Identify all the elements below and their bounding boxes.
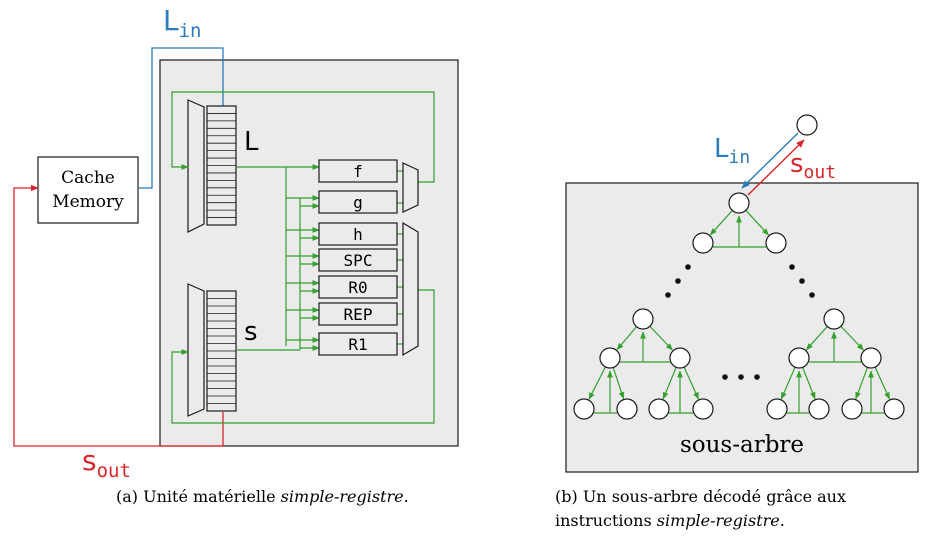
tree-node (573, 398, 595, 420)
tree-node (823, 308, 845, 330)
ellipsis-dot (665, 292, 671, 298)
ellipsis-dot (754, 374, 760, 380)
ellipsis-dot (685, 264, 691, 270)
unit-box-r1 (318, 332, 398, 356)
root-node (796, 114, 818, 136)
l-in-arrow (138, 47, 227, 189)
caption-b-line2: instructions simple-registre. (555, 511, 785, 530)
ellipsis-dot (809, 292, 815, 298)
unit-box-rep (318, 302, 398, 326)
ellipsis-dot (675, 278, 681, 284)
caption-b-line1: (b) Un sous-arbre décodé grâce aux (555, 487, 846, 506)
tree-edge (709, 210, 733, 236)
tree-node (860, 347, 882, 369)
unit-box-spc (318, 248, 398, 272)
unit-box-g (318, 190, 398, 214)
tree-node (616, 398, 638, 420)
tree-node (692, 398, 714, 420)
tree-edge (855, 367, 869, 400)
tree-node (841, 398, 863, 420)
unit-box-r0 (318, 275, 398, 299)
ellipsis-dot (722, 374, 728, 380)
tree-node (632, 308, 654, 330)
ellipsis-dots (665, 264, 815, 380)
register-s-label: s (244, 317, 258, 347)
cache-memory-box (37, 156, 139, 224)
cache-memory-line2: Memory (52, 192, 124, 212)
cache-memory-line1: Cache (61, 168, 115, 188)
ellipsis-dot (799, 278, 805, 284)
register-stack-s: s (187, 283, 258, 417)
caption-a: (a) Unité matérielle simple-registre. (116, 487, 409, 506)
l-in-label: Lin (163, 4, 202, 42)
ellipsis-dot (738, 374, 744, 380)
output-mux-rest (402, 221, 419, 357)
s-out-label-b: sout (790, 149, 836, 183)
unit-box-h (318, 222, 398, 246)
mux-l (187, 99, 205, 233)
tree-edge (683, 366, 700, 400)
s-out-label: sout (82, 444, 131, 482)
unit-label-f: f (353, 162, 363, 181)
tree-edge (616, 326, 637, 351)
unit-label-h: h (353, 225, 363, 244)
ellipsis-dot (789, 264, 795, 270)
unit-input-arrows (286, 164, 320, 351)
diagram-a: Cache Memory Lin sout L s (13, 4, 459, 482)
s-out-link (747, 139, 805, 196)
tree-node (648, 398, 670, 420)
s-out-arrow (13, 184, 224, 447)
unit-box-f (318, 159, 398, 183)
unit-label-spc: SPC (344, 251, 373, 270)
register-stack-l: L (187, 99, 259, 233)
tree-node (766, 398, 788, 420)
tree-edge (780, 366, 796, 400)
tree-node (692, 232, 714, 254)
tree-node (808, 398, 830, 420)
subtree-panel (565, 182, 919, 473)
diagram-b: Lin sout sous-arbre (565, 114, 919, 473)
tree-node (883, 398, 905, 420)
tree-node (669, 347, 691, 369)
subtree-label: sous-arbre (680, 432, 804, 458)
tree-node (765, 232, 787, 254)
tree-edge (802, 367, 816, 400)
tree-edge (745, 209, 770, 236)
tree-nodes (573, 192, 905, 420)
tree-node (788, 347, 810, 369)
output-mux-fg (402, 162, 419, 213)
tree-edge (588, 366, 606, 400)
tree-node (728, 192, 750, 214)
tree-edge (662, 367, 677, 400)
unit-label-g: g (353, 193, 363, 212)
data-wires (171, 91, 435, 424)
tree-edge (649, 325, 673, 351)
tree-edges (588, 209, 891, 414)
tree-edge (612, 367, 625, 400)
l-in-label-b: Lin (714, 134, 750, 168)
l-in-link (741, 132, 799, 189)
tree-edge (840, 325, 864, 351)
tree-edge (874, 366, 891, 400)
tree-node (599, 347, 621, 369)
unit-label-rep: REP (344, 305, 373, 324)
unit-label-r0: R0 (348, 278, 367, 297)
register-l-label: L (244, 127, 259, 157)
mux-s (187, 283, 205, 417)
tree-edge (805, 326, 828, 351)
unit-label-r1: R1 (348, 335, 367, 354)
